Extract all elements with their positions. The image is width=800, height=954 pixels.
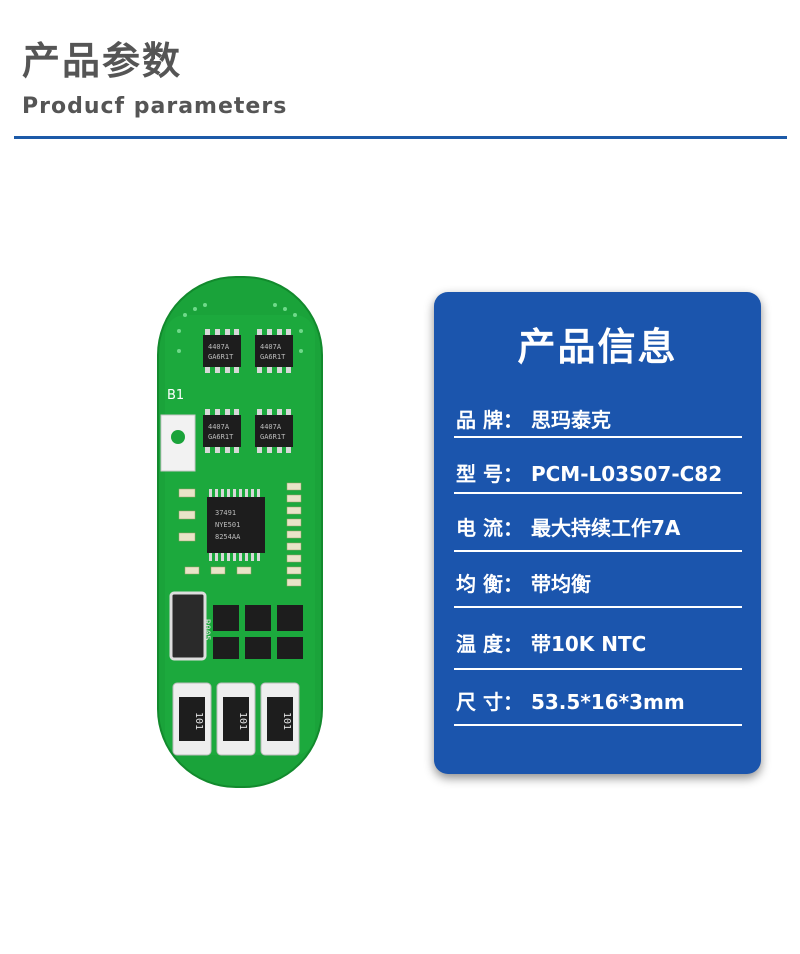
info-value: 带均衡 [530, 572, 591, 596]
chip-label: GA6R1T [208, 433, 234, 441]
info-row-brand: 品 牌： 思玛泰克 [456, 404, 742, 433]
chip-label: 4407A [208, 423, 230, 431]
info-row-temperature: 温 度： 带10K NTC [456, 628, 742, 657]
fuse-label: 101 [193, 712, 204, 730]
resistor-label: R005 [201, 619, 211, 641]
product-info-card: 产品信息 品 牌： 思玛泰克 型 号： PCM-L03S07-C82 电 流： 最大持… [434, 292, 761, 774]
row-divider [454, 606, 742, 608]
chip-label: GA6R1T [260, 353, 286, 361]
info-row-balance: 均 衡： 带均衡 [456, 568, 742, 597]
chip-label: GA6R1T [260, 433, 286, 441]
info-label: 电 流： [456, 516, 523, 540]
chip-label: GA6R1T [208, 353, 234, 361]
info-value: 带10K NTC [530, 632, 647, 656]
chip-label: 4407A [260, 343, 282, 351]
info-label: 温 度： [456, 632, 523, 656]
info-row-model: 型 号： PCM-L03S07-C82 [456, 458, 742, 487]
chip-label: 37491 [215, 509, 236, 517]
row-divider [454, 668, 742, 670]
row-divider [454, 436, 742, 438]
chip-label: NYE501 [215, 521, 240, 529]
board-label: B1 [167, 388, 184, 403]
chip-label: 4407A [260, 423, 282, 431]
chip-label: 8254AA [215, 533, 241, 541]
chip-label: 4407A [208, 343, 230, 351]
card-title: 产品信息 [517, 325, 678, 369]
info-row-current: 电 流： 最大持续工作7A [456, 512, 742, 541]
info-row-size: 尺 寸： 53.5*16*3mm [456, 686, 742, 715]
info-label: 尺 寸： [456, 690, 523, 714]
info-label: 均 衡： [456, 572, 523, 596]
row-divider [454, 492, 742, 494]
info-label: 品 牌： [456, 408, 523, 432]
info-label: 型 号： [456, 462, 523, 486]
info-value: PCM-L03S07-C82 [530, 462, 723, 486]
row-divider [454, 724, 742, 726]
header-divider [14, 136, 787, 139]
info-value: 53.5*16*3mm [530, 690, 685, 714]
pcb-board-image: 4407A GA6R1T 4407A GA6R1T 4407A GA6R1T 4… [155, 275, 325, 790]
page-title: 产品参数 [22, 39, 183, 83]
row-divider [454, 550, 742, 552]
info-value: 最大持续工作7A [530, 516, 681, 540]
fuse-label: 101 [281, 712, 292, 730]
page-subtitle: Producf parameters [22, 94, 288, 119]
info-value: 思玛泰克 [530, 408, 611, 432]
fuse-label: 101 [237, 712, 248, 730]
